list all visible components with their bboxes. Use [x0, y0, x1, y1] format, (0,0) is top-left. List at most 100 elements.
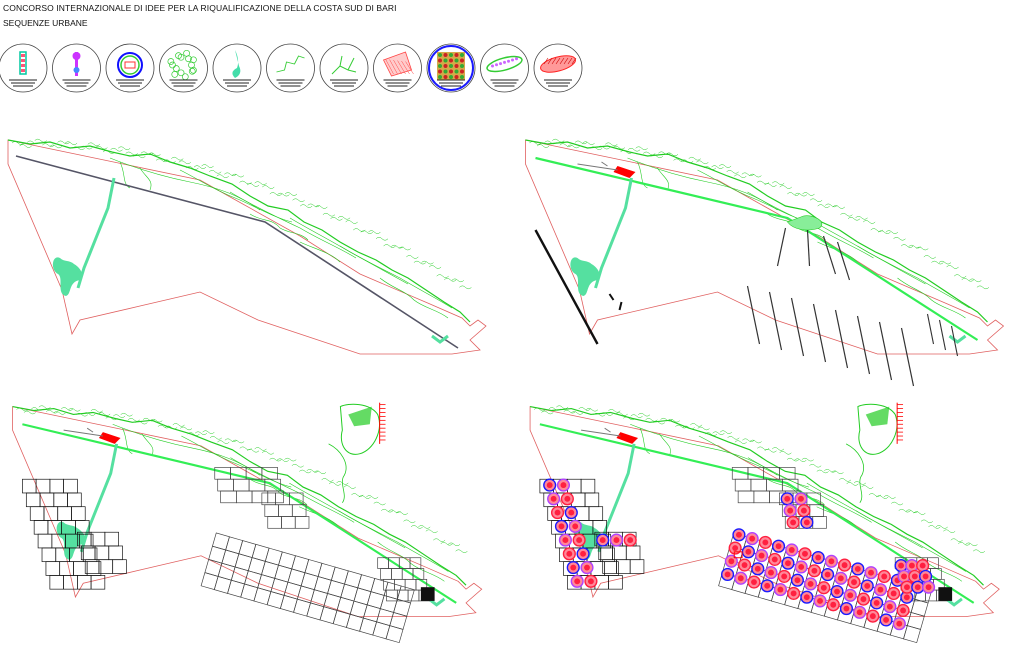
urban-hub — [870, 596, 884, 610]
panel-phase-1 — [0, 118, 510, 388]
urban-hub — [554, 519, 569, 533]
urban-hub — [566, 560, 580, 575]
urban-hub — [584, 574, 598, 588]
urban-hub — [853, 605, 867, 619]
urban-hub — [580, 560, 594, 575]
urban-hub — [843, 588, 857, 602]
pier — [834, 309, 849, 369]
urban-hub — [800, 515, 814, 529]
ring-plaza-icon — [105, 43, 155, 93]
urban-hub — [741, 545, 755, 559]
pier — [790, 297, 805, 357]
urban-hub — [724, 554, 738, 568]
urban-hub — [734, 571, 748, 585]
urban-hub — [856, 592, 871, 606]
urban-hub — [720, 567, 735, 582]
central-green — [787, 215, 823, 231]
green-boulevard — [535, 156, 979, 341]
cultural-grid-icon — [426, 43, 476, 93]
panel-phase-3 — [0, 385, 510, 650]
urban-hub — [771, 539, 786, 553]
amphitheatre-park — [339, 403, 380, 455]
pier — [938, 319, 947, 351]
urban-hub — [919, 569, 933, 583]
urban-hub — [838, 558, 852, 572]
urban-hub — [883, 600, 897, 614]
red-hatched-lens-icon — [533, 43, 583, 93]
urban-hub — [777, 569, 791, 583]
urban-hub — [732, 528, 746, 542]
red-wedge — [613, 166, 636, 178]
urban-hub — [921, 580, 936, 594]
urban-hub — [804, 577, 818, 591]
urban-hub — [768, 552, 782, 566]
urban-hub — [798, 547, 812, 561]
urban-hub — [760, 579, 774, 593]
urban-hub — [745, 532, 759, 546]
urban-hub — [892, 617, 906, 631]
page-title: CONCORSO INTERNAZIONALE DI IDEE PER LA R… — [3, 3, 397, 13]
urban-hub — [826, 598, 840, 612]
urban-hub — [785, 543, 799, 557]
urban-hub — [570, 574, 584, 588]
urban-hub — [879, 613, 893, 627]
plan-phase-2 — [525, 138, 1005, 387]
urban-hub — [758, 535, 772, 549]
pier — [856, 315, 871, 375]
urban-hub — [839, 601, 854, 616]
green-cloud-icon — [159, 43, 208, 93]
coastline — [525, 139, 988, 323]
urban-hub — [811, 550, 825, 565]
west-grid — [22, 478, 106, 590]
pier — [836, 241, 851, 281]
urban-hub — [817, 581, 831, 595]
central-grid — [731, 467, 802, 504]
greenway-axis — [79, 443, 119, 553]
red-wedge — [616, 432, 639, 444]
urban-hub — [572, 533, 586, 547]
southern-band — [200, 532, 415, 644]
pier — [776, 227, 787, 267]
urban-hub — [908, 569, 922, 583]
panel-phase-2 — [515, 118, 1030, 388]
central-grid-2 — [261, 492, 310, 529]
urban-hub — [737, 558, 752, 572]
hatched-plot-icon — [373, 43, 422, 93]
urban-hub — [794, 492, 808, 506]
urban-hub — [800, 590, 814, 604]
lagoon-park — [56, 521, 86, 560]
lagoon-pond-icon — [212, 43, 262, 93]
urban-hub — [807, 564, 821, 578]
urban-hub — [547, 492, 561, 506]
urban-hub — [558, 533, 572, 547]
urban-hub — [609, 533, 624, 547]
urban-hub — [790, 573, 804, 587]
coastline — [7, 139, 471, 323]
pier — [878, 321, 893, 381]
urban-hub — [824, 554, 838, 568]
urban-hub — [560, 492, 574, 506]
pier — [812, 303, 827, 363]
urban-hub — [764, 566, 778, 580]
dark-plaza — [938, 587, 953, 601]
urban-hub — [773, 583, 787, 597]
urban-hub — [754, 549, 769, 563]
urban-hub — [847, 575, 861, 589]
urban-hub — [873, 583, 888, 597]
plan-phase-3 — [12, 402, 483, 644]
urban-hub — [556, 478, 571, 492]
pier — [768, 291, 783, 351]
urban-hub — [866, 609, 880, 623]
green-boulevard — [22, 423, 457, 604]
branch-network-icon — [319, 43, 369, 93]
urban-hub — [728, 541, 742, 555]
red-wedge — [98, 432, 121, 444]
pier — [822, 235, 837, 275]
urban-hub — [813, 594, 827, 608]
pier — [950, 325, 959, 357]
urban-hub — [797, 504, 811, 518]
ribbon-strip-icon — [0, 43, 48, 93]
east-grid — [377, 557, 431, 602]
urban-hub — [900, 580, 914, 594]
urban-hub — [794, 560, 808, 574]
